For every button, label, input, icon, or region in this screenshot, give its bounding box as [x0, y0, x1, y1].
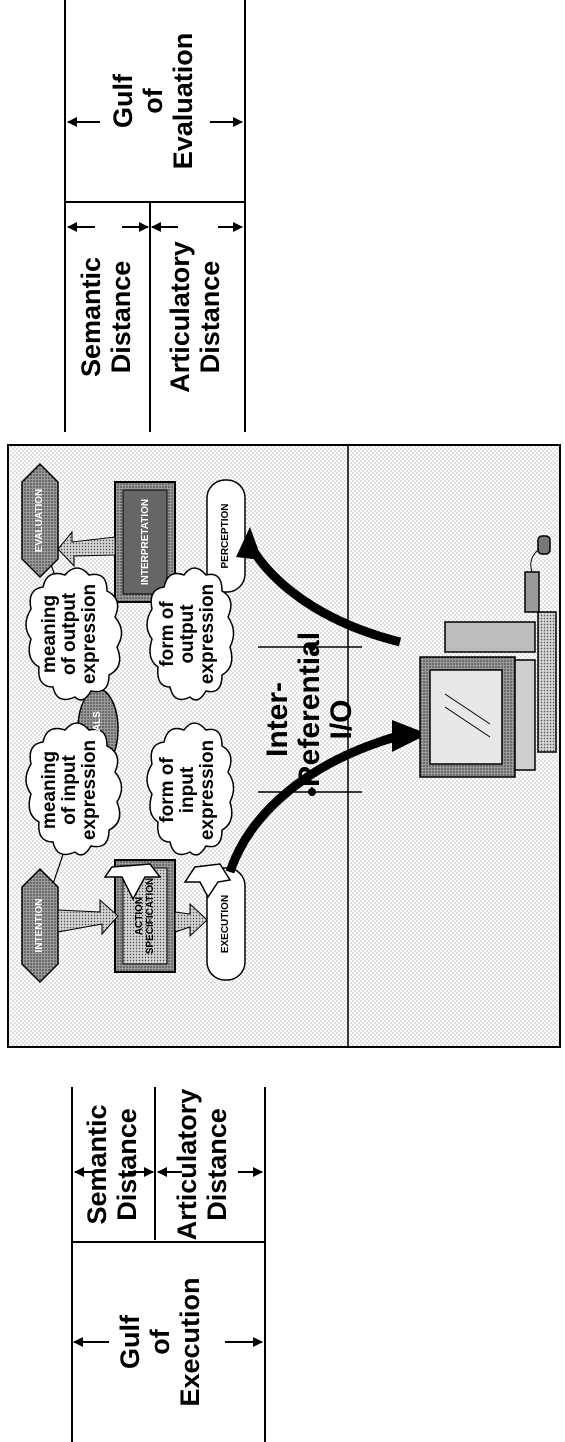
inter-ref-line2: Referential — [293, 631, 326, 787]
exec-semantic-line2: Distance — [112, 1108, 142, 1221]
form-input-line1: form of — [157, 757, 178, 823]
meaning-output-line2: of output — [59, 592, 80, 676]
meaning-output-line3: expression — [79, 583, 100, 685]
eval-semantic-distance-label: Semantic Distance — [76, 202, 136, 432]
evaluation-table — [64, 0, 246, 432]
arrow-interpretation-evaluation — [57, 530, 116, 568]
cloud-form-output — [146, 567, 235, 701]
execution-label: EXECUTION — [220, 894, 231, 954]
action-spec-line1: ACTION — [134, 896, 145, 936]
meaning-input-line3: expression — [79, 739, 100, 841]
arrow-meaning-input — [103, 863, 162, 901]
form-output-line3: expression — [197, 583, 218, 685]
action-spec-label: ACTION SPECIFICATION — [134, 868, 156, 964]
form-output-line2: output — [177, 604, 198, 664]
eval-semantic-line1: Semantic — [76, 256, 106, 378]
form-output-label: form of output expression — [157, 574, 218, 694]
gulf-eval-line2: of — [138, 88, 168, 114]
gulf-of-execution-label: Gulf of Execution — [115, 1242, 205, 1442]
arrow-intention-action — [57, 898, 119, 936]
exec-semantic-line1: Semantic — [82, 1104, 112, 1225]
execution-node — [206, 867, 246, 981]
gulf-eval-line3: Evaluation — [168, 32, 198, 170]
arrow-form-input — [183, 863, 232, 899]
gulf-exec-line1: Gulf — [115, 1315, 145, 1369]
inter-referential-label: Inter- Referential I/O — [261, 631, 358, 787]
form-input-line2: input — [177, 766, 198, 814]
intention-label: INTENTION — [34, 898, 45, 953]
eval-articulatory-distance-label: Articulatory Distance — [165, 202, 225, 432]
computer-icon — [419, 535, 557, 778]
cloud-meaning-output — [25, 567, 123, 701]
meaning-output-label: meaning of output expression — [39, 574, 100, 694]
exec-semantic-distance-label: Semantic Distance — [82, 1087, 142, 1242]
form-input-label: form of input expression — [157, 730, 218, 850]
form-input-line3: expression — [197, 739, 218, 841]
eval-semantic-line2: Distance — [106, 260, 136, 374]
execution-table — [71, 1087, 266, 1442]
meaning-input-label: meaning of input expression — [39, 730, 100, 850]
meaning-input-line2: of input — [59, 755, 80, 825]
gulf-of-evaluation-label: Gulf of Evaluation — [108, 0, 198, 202]
exec-articulatory-line2: Distance — [202, 1108, 232, 1221]
eval-articulatory-line2: Distance — [195, 260, 225, 374]
eval-articulatory-line1: Articulatory — [165, 241, 195, 393]
gulf-exec-line2: of — [145, 1329, 175, 1355]
action-spec-line2: SPECIFICATION — [145, 877, 156, 955]
gulf-exec-line3: Execution — [175, 1277, 205, 1407]
meaning-output-line1: meaning — [39, 594, 60, 674]
perception-label: PERCEPTION — [220, 503, 231, 569]
inter-ref-line3: I/O — [325, 699, 358, 740]
inter-ref-line1: Inter- — [261, 682, 294, 757]
perception-node — [206, 479, 246, 593]
curve-execution-computer — [225, 732, 397, 874]
arrow-action-execution — [174, 902, 208, 938]
meaning-input-line1: meaning — [39, 750, 60, 830]
exec-articulatory-line1: Articulatory — [172, 1088, 202, 1241]
form-output-line1: form of — [157, 601, 178, 667]
gulf-eval-line1: Gulf — [108, 74, 138, 128]
cloud-form-input — [146, 722, 235, 856]
interpretation-label: INTERPRETATION — [140, 498, 151, 586]
exec-articulatory-distance-label: Articulatory Distance — [172, 1087, 232, 1242]
evaluation-label: EVALUATION — [34, 488, 45, 553]
intention-node — [21, 867, 59, 984]
cloud-meaning-input — [25, 722, 123, 856]
evaluation-node — [21, 462, 59, 579]
